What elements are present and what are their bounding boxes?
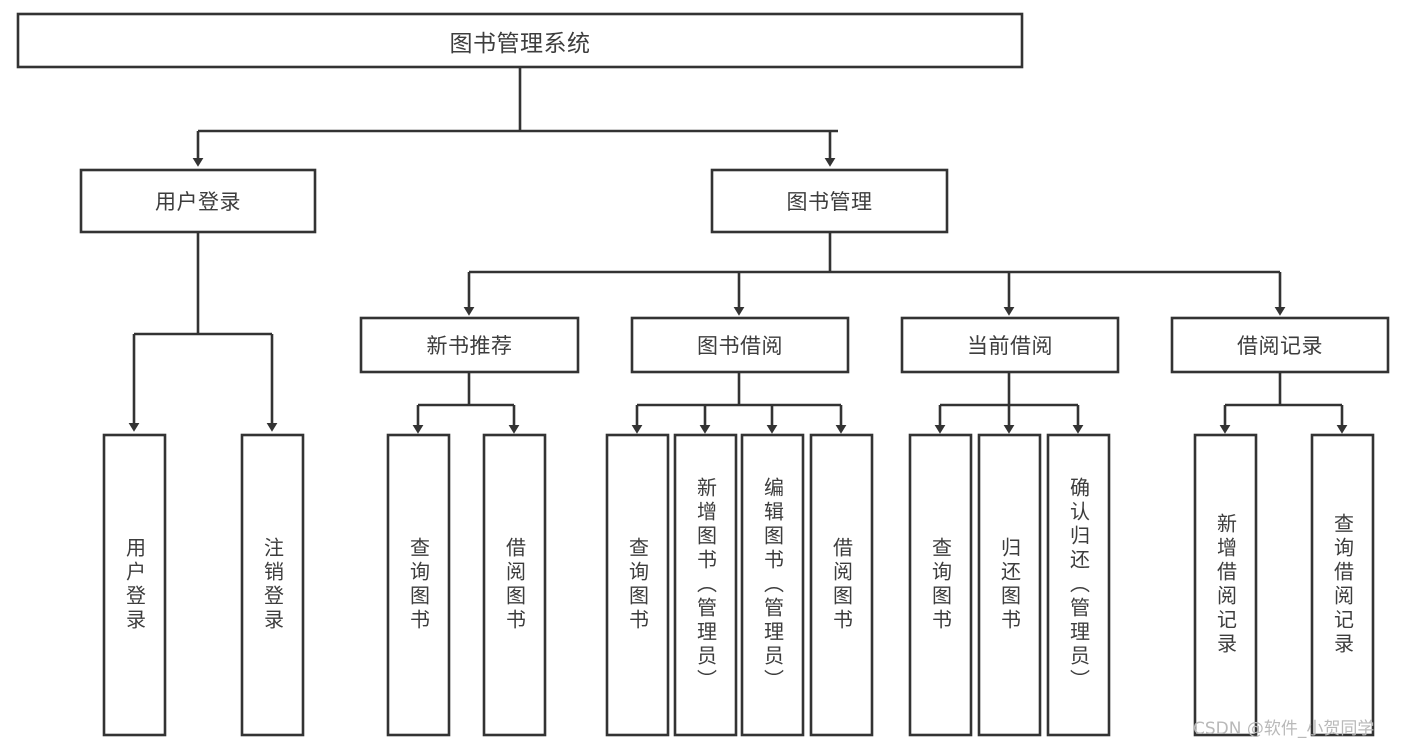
node-box-current-borrow[interactable] xyxy=(900,316,1120,374)
node-box-root[interactable] xyxy=(16,12,1024,69)
node-box-leaf-current-borrow-1[interactable] xyxy=(908,433,973,737)
node-box-book-borrow[interactable] xyxy=(630,316,850,374)
node-box-user-login[interactable] xyxy=(79,168,317,234)
node-box-leaf-borrow-record-1[interactable] xyxy=(1193,433,1258,737)
node-box-leaf-new-book-1[interactable] xyxy=(386,433,451,737)
node-box-leaf-borrow-record-2[interactable] xyxy=(1310,433,1375,737)
connectors xyxy=(128,67,1348,434)
node-box-leaf-current-borrow-2[interactable] xyxy=(977,433,1042,737)
node-box-leaf-book-borrow-2[interactable] xyxy=(673,433,738,737)
node-box-leaf-book-borrow-3[interactable] xyxy=(740,433,805,737)
node-box-new-book-recommend[interactable] xyxy=(359,316,580,374)
node-box-leaf-book-borrow-1[interactable] xyxy=(605,433,670,737)
node-box-leaf-new-book-2[interactable] xyxy=(482,433,547,737)
node-box-book-manage[interactable] xyxy=(710,168,949,234)
watermark-label: CSDN @软件_小贺同学 xyxy=(1193,719,1375,739)
node-box-leaf-current-borrow-3[interactable] xyxy=(1046,433,1111,737)
node-box-leaf-user-login-2[interactable] xyxy=(240,433,305,737)
node-box-leaf-user-login-1[interactable] xyxy=(102,433,167,737)
node-box-borrow-record[interactable] xyxy=(1170,316,1390,374)
node-box-leaf-book-borrow-4[interactable] xyxy=(809,433,874,737)
